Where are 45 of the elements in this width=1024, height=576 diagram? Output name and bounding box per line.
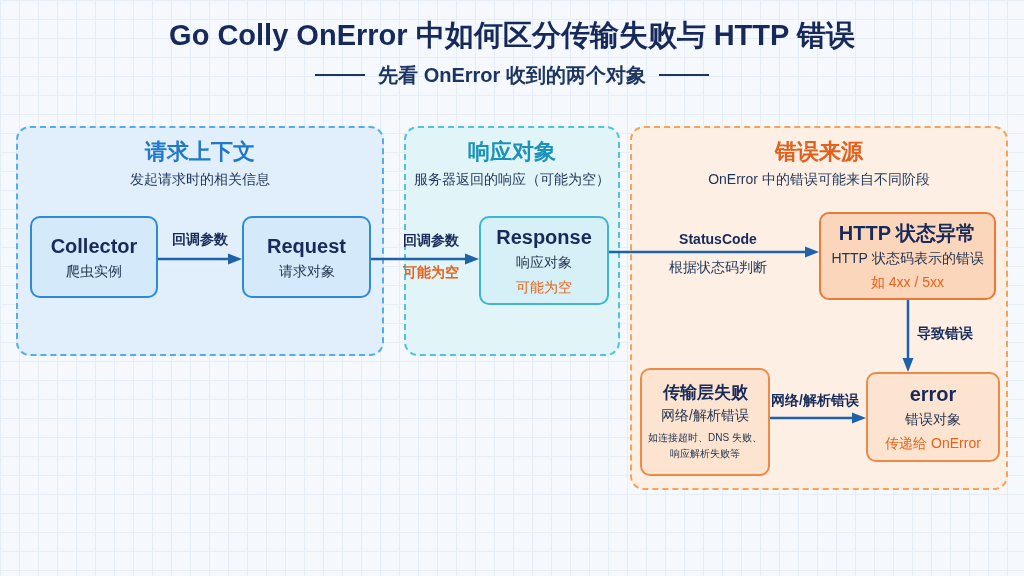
group-panel bbox=[630, 126, 1008, 490]
title: Go Colly OnError 中如何区分传输失败与 HTTP 错误 bbox=[169, 18, 855, 53]
group-panel bbox=[16, 126, 384, 356]
box-subtitle: 网络/解析错误 bbox=[661, 406, 749, 425]
box-note: 如连接超时、DNS 失败、响应解析失败等 bbox=[647, 431, 763, 462]
edge-label: 网络/解析错误 bbox=[771, 392, 859, 410]
panel-title: 错误来源 bbox=[775, 138, 863, 166]
highlight-text: 如 4xx / 5xx bbox=[870, 273, 945, 292]
box-title: 传输层失败 bbox=[662, 381, 748, 404]
process-box bbox=[640, 368, 770, 476]
arrow bbox=[371, 253, 479, 265]
highlight-text: 可能为空 bbox=[516, 277, 572, 296]
box-title: Request bbox=[267, 233, 346, 259]
group-panel bbox=[404, 126, 620, 356]
box-title: Collector bbox=[50, 233, 138, 259]
arrow bbox=[902, 300, 914, 372]
box-title: HTTP 状态异常 bbox=[838, 220, 977, 246]
edge-label: 导致错误 bbox=[917, 325, 973, 343]
box-subtitle: 错误对象 bbox=[905, 409, 961, 428]
panel-subtitle: OnError 中的错误可能来自不同阶段 bbox=[708, 170, 930, 189]
highlight-text: 可能为空 bbox=[403, 264, 459, 282]
edge-label: 回调参数 bbox=[403, 232, 459, 250]
panel-title: 响应对象 bbox=[468, 138, 556, 166]
panel-title: 请求上下文 bbox=[145, 138, 255, 166]
box-title: Response bbox=[496, 225, 592, 251]
box-title: error bbox=[909, 381, 957, 407]
edge-label: 回调参数 bbox=[172, 231, 228, 249]
process-box bbox=[30, 216, 158, 298]
process-box bbox=[866, 372, 1000, 462]
box-subtitle: 爬虫实例 bbox=[66, 261, 122, 281]
subtitle: 先看 OnError 收到的两个对象 bbox=[378, 62, 646, 88]
process-box bbox=[479, 216, 609, 305]
edge-label: StatusCode bbox=[679, 231, 757, 247]
arrow bbox=[609, 246, 819, 258]
arrow bbox=[158, 253, 242, 265]
edge-note: 根据状态码判断 bbox=[669, 259, 767, 277]
panel-subtitle: 服务器返回的响应（可能为空） bbox=[414, 170, 610, 189]
highlight-text: 传递给 OnError bbox=[885, 434, 981, 453]
box-subtitle: 响应对象 bbox=[516, 253, 572, 272]
process-box bbox=[819, 212, 996, 300]
box-subtitle: 请求对象 bbox=[278, 261, 335, 281]
panel-subtitle: 发起请求时的相关信息 bbox=[130, 170, 270, 189]
box-subtitle: HTTP 状态码表示的错误 bbox=[831, 248, 984, 267]
process-box bbox=[242, 216, 371, 298]
arrow bbox=[770, 412, 866, 424]
